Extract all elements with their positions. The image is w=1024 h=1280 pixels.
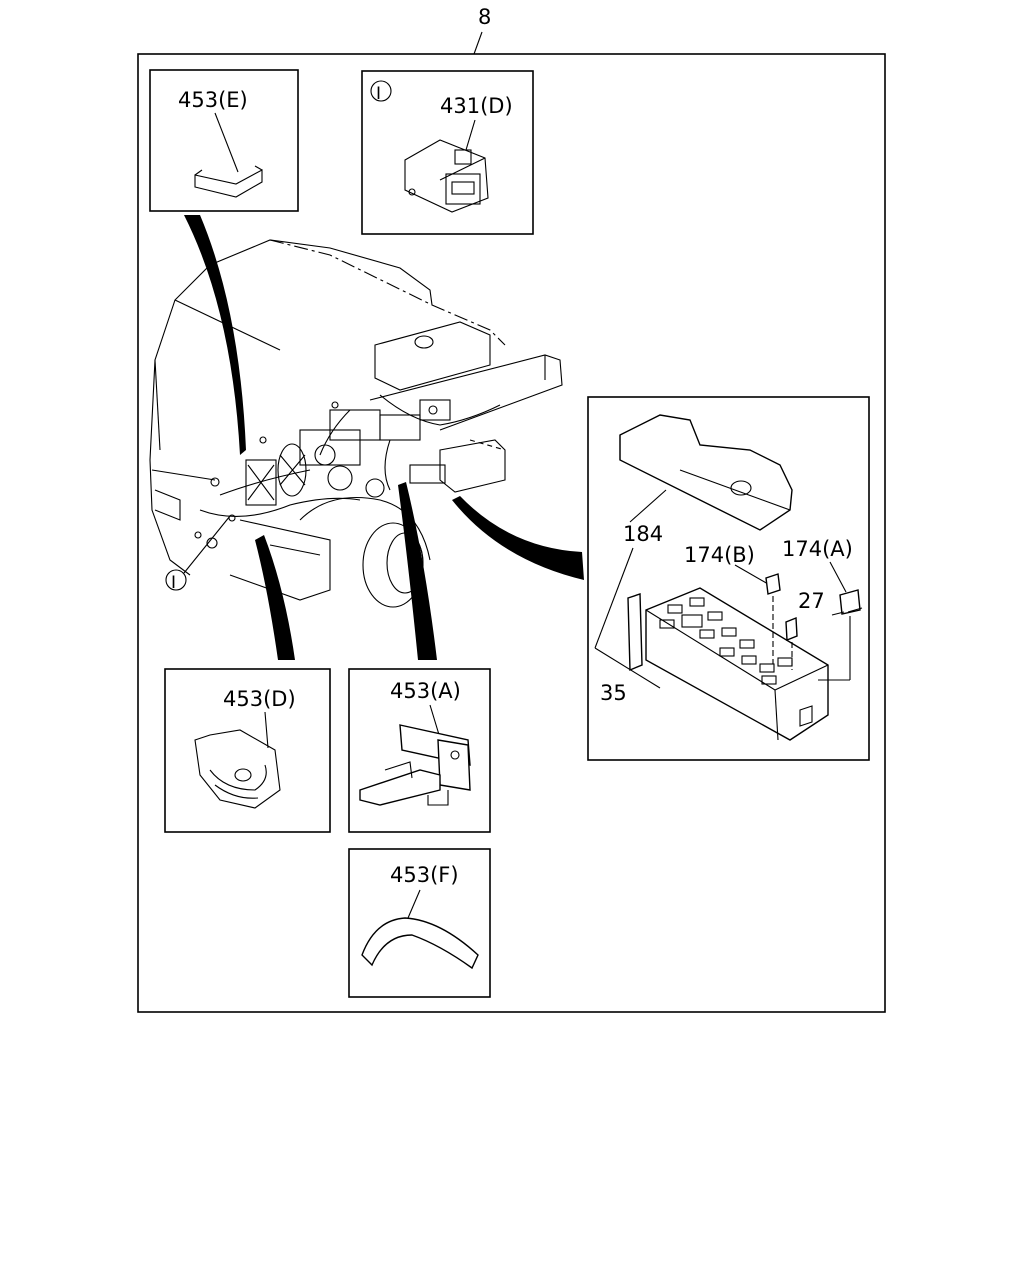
callout-184: 184 — [623, 522, 663, 546]
assembly-ref-label: 8 — [478, 5, 491, 29]
leader-swooshes — [184, 215, 584, 660]
outer-frame — [137, 53, 886, 1013]
inset-453a: 453(A) — [348, 668, 491, 833]
callout-35: 35 — [600, 681, 627, 705]
callout-431d: 431(D) — [440, 94, 513, 118]
callout-453d: 453(D) — [223, 687, 296, 711]
truck-illustration — [149, 239, 563, 608]
callout-27: 27 — [798, 589, 825, 613]
inset-453f: 453(F) — [348, 848, 491, 998]
callout-453e: 453(E) — [178, 88, 248, 112]
callout-174b: 174(B) — [684, 543, 755, 567]
callout-453a: 453(A) — [390, 679, 461, 703]
inset-453e: 453(E) — [149, 69, 299, 212]
inset-431d-marker: I — [376, 84, 381, 104]
inset-marker-label: I — [171, 573, 176, 593]
callout-453f: 453(F) — [390, 863, 459, 887]
inset-fuse-box: 184 35 174(B) 27 174(A) — [587, 396, 870, 761]
callout-174a: 174(A) — [782, 537, 853, 561]
inset-431d: I 431(D) — [361, 70, 534, 235]
inset-453d: 453(D) — [164, 668, 331, 833]
